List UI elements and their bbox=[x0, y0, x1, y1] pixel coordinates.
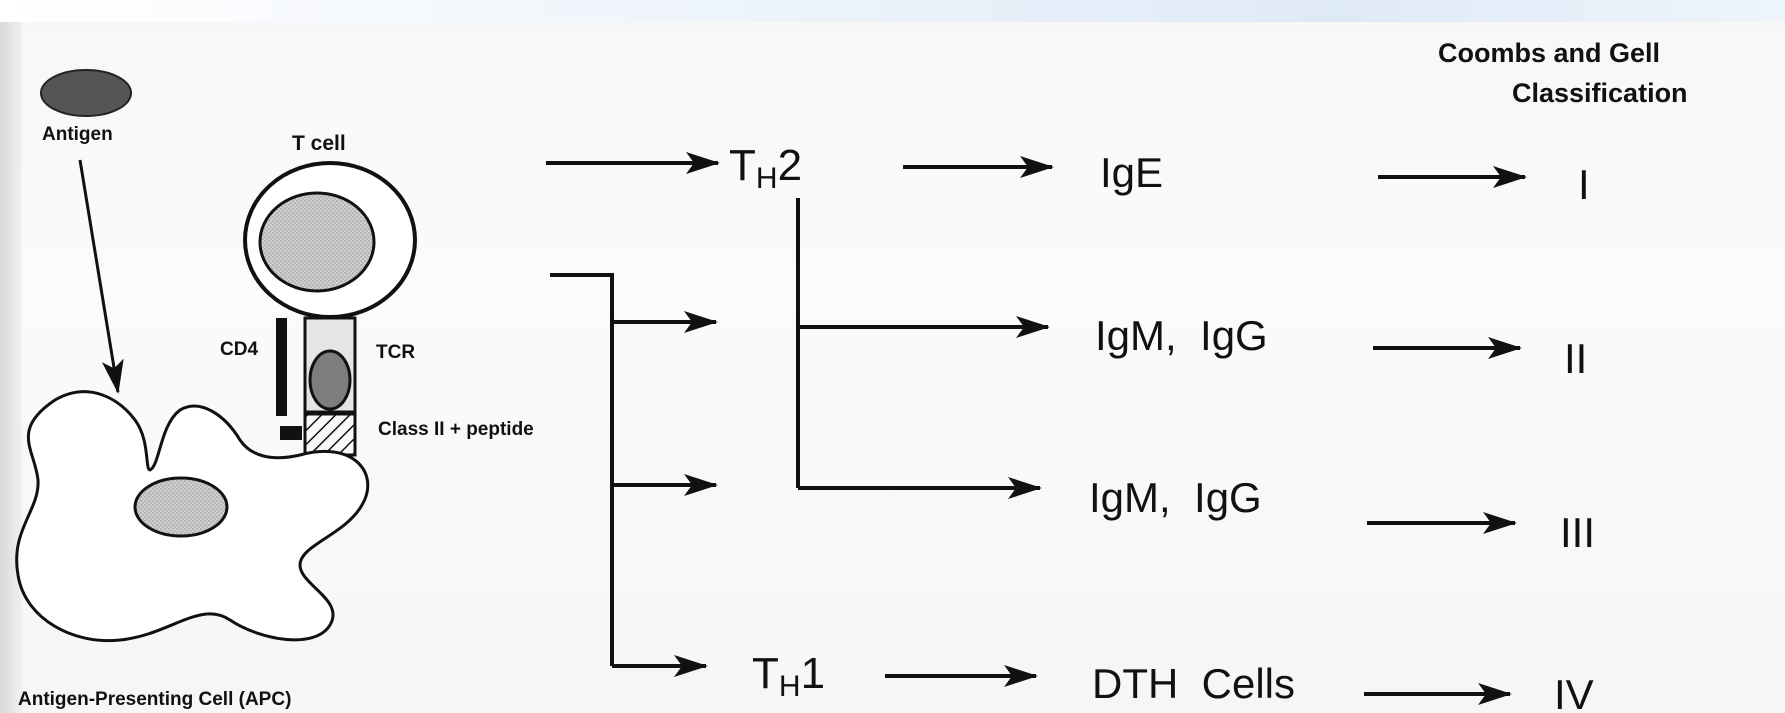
th1-label: TH1 bbox=[752, 649, 825, 703]
class-ii-label: Class II + peptide bbox=[378, 419, 534, 440]
class-type-3: III bbox=[1560, 509, 1595, 556]
class-ii-peptide-block bbox=[303, 410, 357, 457]
class-type-1: I bbox=[1578, 161, 1590, 208]
antigen-shape bbox=[40, 69, 132, 117]
t-cell-group: T cell CD4 TCR bbox=[220, 132, 417, 440]
cd4-bar-tail bbox=[280, 426, 302, 440]
class-ii-group: Class II + peptide bbox=[303, 410, 534, 457]
response-dth-cells: DTH Cells bbox=[1092, 660, 1295, 707]
cd4-label: CD4 bbox=[220, 339, 258, 360]
apc-group: Antigen-Presenting Cell (APC) bbox=[15, 390, 370, 710]
class-type-2: II bbox=[1564, 335, 1587, 382]
branch-trunk bbox=[550, 273, 614, 666]
antigen-group: Antigen bbox=[40, 69, 132, 394]
response-ige: IgE bbox=[1100, 149, 1163, 196]
th1-node: TH1 bbox=[752, 649, 1038, 703]
tcr-head bbox=[308, 349, 352, 411]
cd4-bar bbox=[276, 318, 287, 416]
branch-arrows bbox=[546, 152, 720, 677]
classification-heading-line2: Classification bbox=[1512, 78, 1688, 108]
classification-arrows bbox=[1364, 166, 1527, 705]
apc-nucleus bbox=[133, 476, 229, 538]
antigen-arrow bbox=[78, 159, 124, 394]
th2-node: TH2 bbox=[729, 141, 1054, 499]
tcr-label: TCR bbox=[376, 342, 415, 363]
antigen-label: Antigen bbox=[42, 124, 113, 145]
classification-heading-line1: Coombs and Gell bbox=[1438, 38, 1660, 68]
response-igm-igg-2: IgM, IgG bbox=[1089, 474, 1262, 521]
apc-label: Antigen-Presenting Cell (APC) bbox=[18, 689, 291, 710]
responses: IgE IgM, IgG IgM, IgG DTH Cells bbox=[1089, 149, 1295, 707]
t-cell-nucleus bbox=[258, 191, 376, 293]
scan-edge-shadow bbox=[0, 0, 22, 713]
classification: Coombs and Gell Classification I II III … bbox=[1438, 38, 1688, 713]
class-type-4: IV bbox=[1554, 671, 1594, 713]
response-igm-igg-1: IgM, IgG bbox=[1095, 312, 1268, 359]
top-highlight-band bbox=[0, 0, 1785, 22]
t-cell-label: T cell bbox=[292, 132, 346, 155]
th2-label: TH2 bbox=[729, 141, 802, 195]
